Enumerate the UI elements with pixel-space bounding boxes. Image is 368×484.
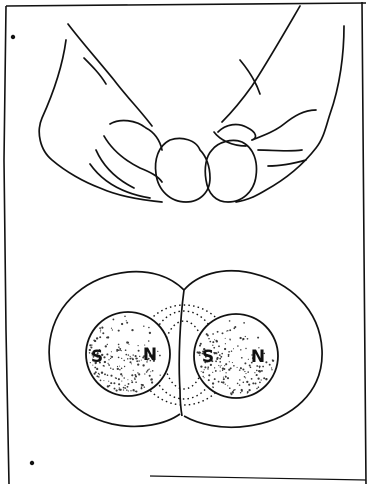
right-magnet-pole-s: S bbox=[202, 347, 214, 367]
right-ball bbox=[205, 140, 256, 202]
hands-illustration bbox=[39, 6, 344, 202]
corner-dot-top bbox=[11, 35, 15, 39]
balls-pair bbox=[156, 138, 257, 202]
field-junction-line bbox=[179, 290, 184, 416]
right-hand bbox=[214, 6, 344, 202]
corner-dot-bottom bbox=[30, 461, 34, 465]
left-magnet-pole-n: N bbox=[143, 345, 157, 365]
left-magnet: S N bbox=[86, 312, 170, 396]
left-magnet-pole-s: S bbox=[91, 347, 103, 367]
left-ball bbox=[156, 138, 210, 202]
right-magnet: S N bbox=[194, 314, 278, 398]
left-hand bbox=[39, 24, 162, 202]
right-magnet-pole-n: N bbox=[251, 347, 265, 367]
field-diagram: S N S N bbox=[49, 271, 322, 427]
